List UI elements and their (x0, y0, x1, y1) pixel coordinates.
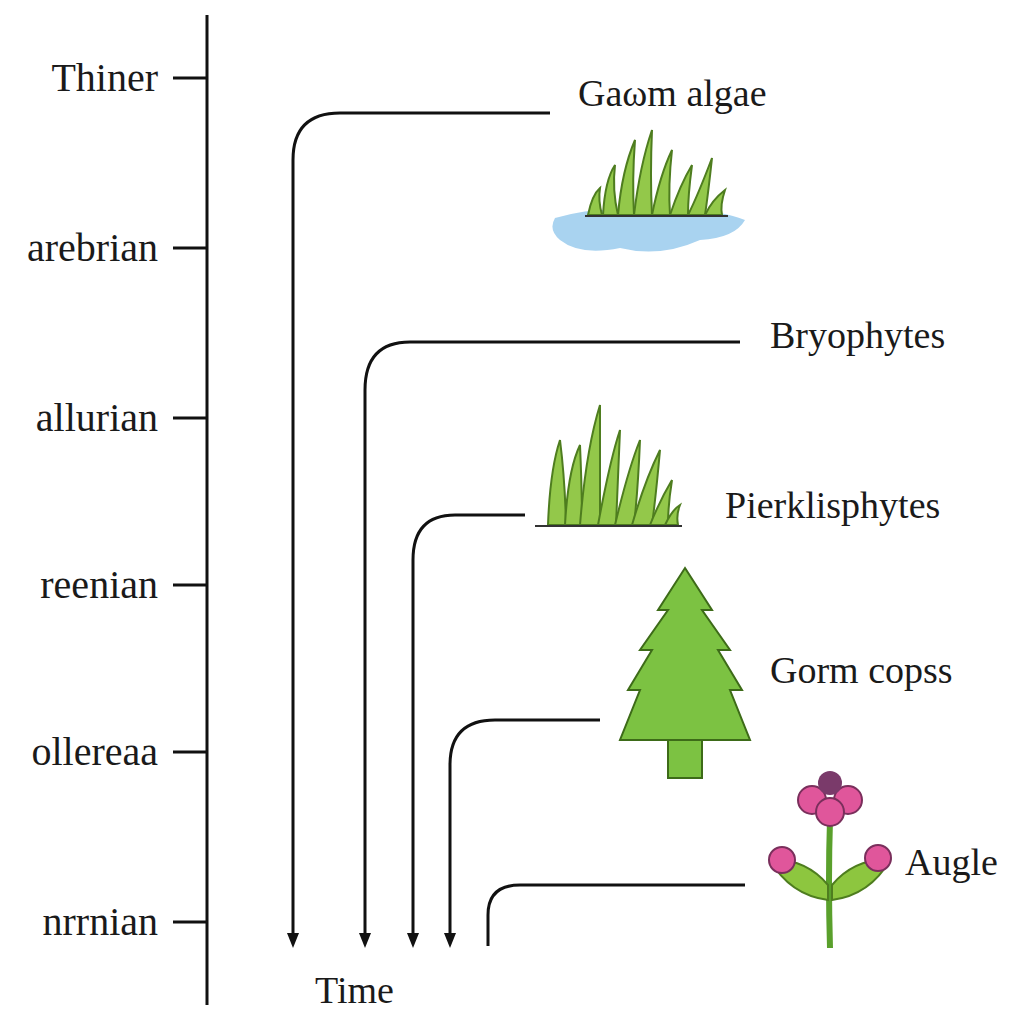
taxon-label: Gorm copss (770, 651, 953, 689)
era-label: nrrnian (42, 902, 158, 942)
axis-title: Time (315, 971, 394, 1009)
flower-drawing (769, 771, 891, 948)
era-label: allurian (36, 398, 158, 438)
conifer-drawing (620, 568, 750, 778)
moss-drawing (535, 405, 682, 526)
time-axis (173, 15, 207, 1005)
era-label: Thiner (51, 58, 158, 98)
taxon-label: Gaωm algae (578, 74, 767, 112)
era-label: ollereaa (31, 732, 158, 772)
era-label: reenian (40, 565, 158, 605)
era-label: arebrian (27, 228, 158, 268)
taxon-label: Augle (905, 843, 998, 881)
taxon-label: Pierklisphytes (725, 486, 940, 524)
arrow-heads (287, 933, 456, 948)
algae-drawing (552, 130, 745, 252)
lineage-lines (293, 113, 745, 946)
taxon-label: Bryophytes (770, 316, 945, 354)
